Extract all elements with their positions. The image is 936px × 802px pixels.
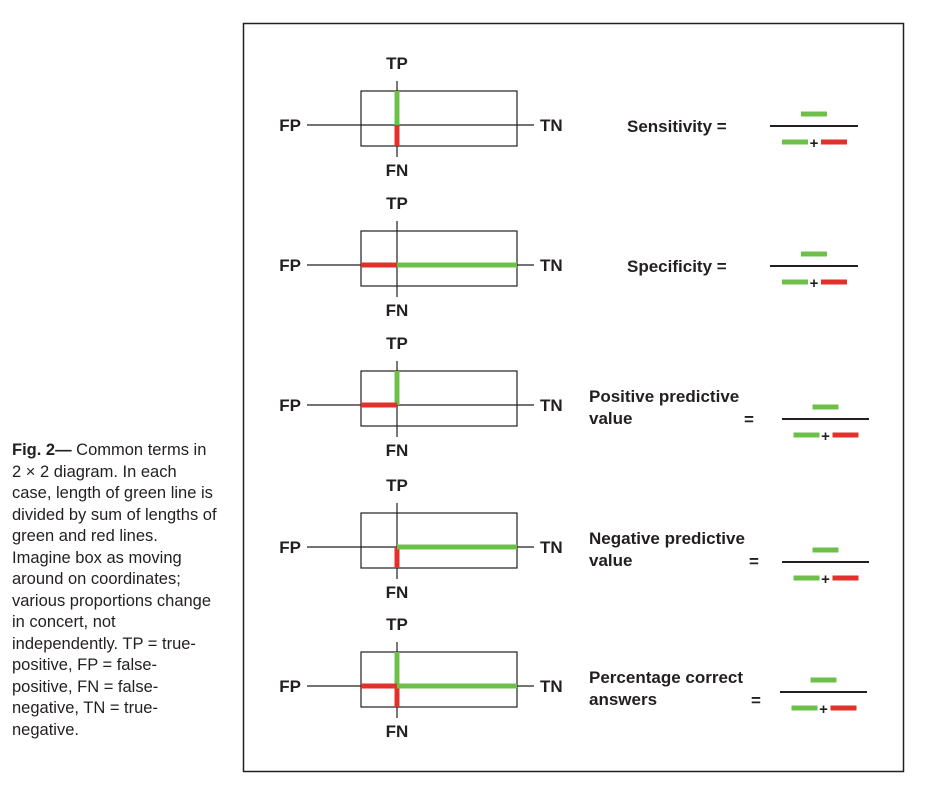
term-label: Sensitivity =	[627, 117, 727, 136]
tn-label: TN	[540, 538, 563, 557]
term-label-line-1: Percentage correct	[589, 668, 743, 687]
term-label-line-1: Positive predictive	[589, 387, 739, 406]
term-label-line-2: value	[589, 409, 632, 428]
contingency-box	[360, 651, 518, 708]
tp-label: TP	[386, 194, 408, 213]
tn-label: TN	[540, 256, 563, 275]
fn-label: FN	[386, 583, 409, 602]
panel-3: TP FN FP TN Positive predictive value = +	[279, 334, 869, 460]
tp-label: TP	[386, 334, 408, 353]
term-label-line-2: answers	[589, 690, 657, 709]
equals-sign: =	[751, 691, 761, 710]
tn-label: TN	[540, 677, 563, 696]
tn-label: TN	[540, 116, 563, 135]
fp-label: FP	[279, 396, 301, 415]
panel-2: TP FN FP TN Specificity = +	[279, 194, 858, 320]
panel-1: TP FN FP TN Sensitivity = +	[279, 54, 858, 180]
tn-label: TN	[540, 396, 563, 415]
fn-label: FN	[386, 161, 409, 180]
tp-label: TP	[386, 476, 408, 495]
tp-label: TP	[386, 54, 408, 73]
fn-label: FN	[386, 441, 409, 460]
fp-label: FP	[279, 116, 301, 135]
fn-label: FN	[386, 301, 409, 320]
equals-sign: =	[744, 410, 754, 429]
fp-label: FP	[279, 256, 301, 275]
contingency-box	[360, 90, 518, 147]
fp-label: FP	[279, 677, 301, 696]
caption-label: Fig. 2—	[12, 441, 72, 459]
equals-sign: =	[749, 552, 759, 571]
fp-label: FP	[279, 538, 301, 557]
plus-sign: +	[821, 428, 830, 445]
plus-sign: +	[810, 135, 819, 152]
caption-text: Common terms in 2 × 2 diagram. In each c…	[12, 441, 217, 739]
plus-sign: +	[810, 275, 819, 292]
plus-sign: +	[819, 701, 828, 718]
contingency-box	[360, 370, 518, 427]
contingency-box	[360, 512, 518, 569]
term-label-line-1: Negative predictive	[589, 529, 745, 548]
contingency-box	[360, 230, 518, 287]
tp-label: TP	[386, 615, 408, 634]
plus-sign: +	[821, 571, 830, 588]
diagram-frame	[242, 22, 905, 773]
figure-caption: Fig. 2— Common terms in 2 × 2 diagram. I…	[12, 440, 217, 741]
panel-4: TP FN FP TN Negative predictive value = +	[279, 476, 869, 602]
fn-label: FN	[386, 722, 409, 741]
term-label: Specificity =	[627, 257, 727, 276]
term-label-line-2: value	[589, 551, 632, 570]
panel-5: TP FN FP TN Percentage correct answers = +	[279, 615, 867, 741]
